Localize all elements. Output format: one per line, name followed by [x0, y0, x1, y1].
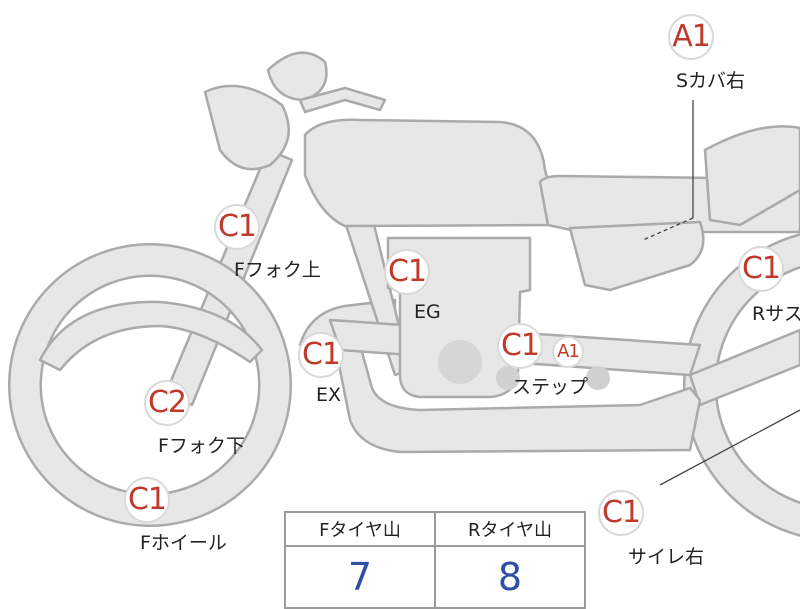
label-exhaust: EX — [316, 384, 342, 406]
tire-tread-table: Fタイヤ山 Rタイヤ山 7 8 — [284, 511, 586, 609]
leader-s-cover-tip — [642, 217, 694, 241]
label-side-stand-right: サイレ右 — [628, 546, 705, 568]
side-cover — [568, 220, 705, 292]
label-r-suspension: Rサス — [752, 303, 800, 325]
value-front-tire-tread: 7 — [284, 545, 436, 609]
engine-cover — [438, 340, 482, 384]
grade-badge-step-sub: A1 — [552, 336, 584, 368]
header-front-tire-tread: Fタイヤ山 — [284, 511, 436, 547]
grade-badge-exhaust: C1 — [298, 332, 344, 378]
label-f-wheel: Fホイール — [140, 532, 227, 554]
label-f-fork-upper: Fフォク上 — [234, 259, 321, 281]
rear-fender — [703, 125, 800, 227]
grade-badge-side-stand-right: C1 — [598, 490, 644, 536]
grade-badge-step: C1 — [497, 323, 543, 369]
label-step: ステップ — [512, 376, 589, 398]
step-peg-1 — [496, 366, 520, 390]
exhaust-pipe — [298, 298, 702, 454]
grade-badge-r-suspension: C1 — [738, 246, 784, 292]
grade-badge-s-cover-right: A1 — [668, 14, 714, 60]
label-s-cover-right: Sカバ右 — [676, 70, 746, 92]
grade-badge-f-wheel: C1 — [124, 477, 170, 523]
grade-badge-f-fork-upper: C1 — [214, 204, 260, 250]
fuel-tank — [303, 118, 562, 228]
meter — [266, 51, 328, 102]
step-peg-2 — [586, 366, 610, 390]
header-rear-tire-tread: Rタイヤ山 — [434, 511, 586, 547]
grade-badge-f-fork-lower: C2 — [144, 380, 190, 426]
label-engine: EG — [414, 301, 441, 323]
leader-side-stand — [659, 409, 800, 486]
front-fender — [38, 300, 264, 372]
label-f-fork-lower: Fフォク下 — [158, 435, 245, 457]
value-rear-tire-tread: 8 — [434, 545, 586, 609]
grade-badge-engine: C1 — [384, 249, 430, 295]
headlight — [203, 84, 290, 171]
handlebar — [298, 86, 387, 114]
